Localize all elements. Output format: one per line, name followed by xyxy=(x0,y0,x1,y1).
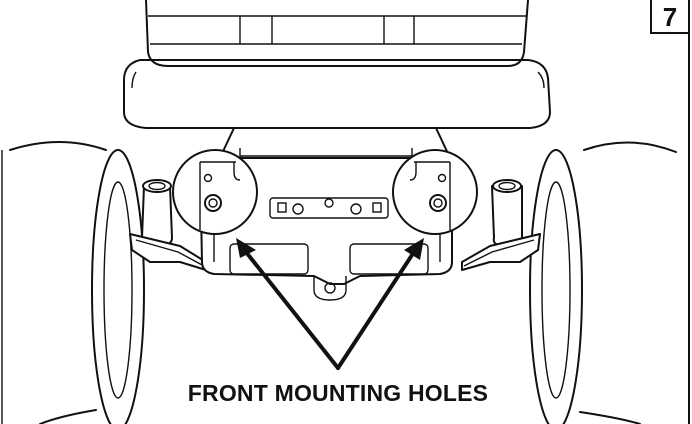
cushion xyxy=(123,59,551,129)
step-number-box: 7 xyxy=(650,0,690,34)
left-mounting-hole-callout xyxy=(172,149,258,235)
left-spindle xyxy=(129,179,207,271)
callout-label: FRONT MOUNTING HOLES xyxy=(187,380,489,406)
left-tire xyxy=(1,141,145,424)
right-spindle xyxy=(461,179,541,271)
page-border-rail xyxy=(688,34,690,424)
step-number: 7 xyxy=(662,2,678,32)
left-arrowhead xyxy=(236,238,256,258)
callout-arrows xyxy=(236,238,424,370)
right-arrowhead xyxy=(404,238,424,260)
right-tire xyxy=(529,141,677,424)
axle-plate xyxy=(199,157,453,301)
seat-body xyxy=(145,0,529,67)
right-mounting-hole-callout xyxy=(392,149,478,235)
